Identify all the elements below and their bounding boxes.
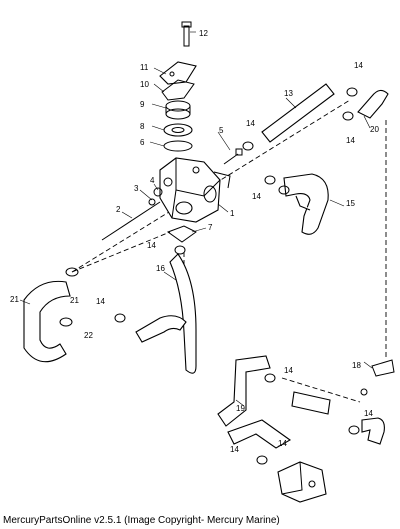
routing-lines — [71, 99, 387, 403]
callout-20: 21 — [10, 295, 19, 304]
callout-15: 15 — [346, 199, 355, 208]
gasket-7 — [166, 225, 197, 243]
rod-2 — [101, 201, 161, 241]
leader-lines — [19, 31, 373, 407]
plug-4 — [153, 187, 163, 197]
hose-19 — [217, 355, 331, 449]
callout-14-d: 14 — [252, 192, 261, 201]
hose-16 — [169, 253, 197, 374]
callout-21-a: 21 — [70, 296, 79, 305]
pump-housing-1 — [159, 157, 231, 223]
bolt-12 — [181, 21, 192, 47]
callout-14-h: 14 — [364, 409, 373, 418]
callout-9: 9 — [140, 100, 145, 109]
callout-labels: 12 11 10 9 8 6 5 4 3 2 1 7 13 14 14 20 1… — [10, 29, 379, 454]
cover-11 — [159, 61, 197, 85]
callout-12: 12 — [199, 29, 208, 38]
callout-14-b: 14 — [346, 136, 355, 145]
callout-8: 8 — [140, 122, 145, 131]
callout-4: 4 — [150, 176, 155, 185]
callout-14-f: 14 — [96, 297, 105, 306]
fitting-17 — [371, 359, 395, 377]
callout-14-g: 14 — [284, 366, 293, 375]
callout-2: 2 — [116, 205, 121, 214]
callout-1: 1 — [230, 209, 235, 218]
seal-8 — [163, 123, 193, 137]
callout-3: 3 — [134, 184, 139, 193]
clamp-22 — [360, 388, 368, 396]
hose-elbow-lower-right — [361, 417, 385, 445]
callout-10: 10 — [140, 80, 149, 89]
pipe-15 — [283, 173, 329, 235]
copyright-footer: MercuryPartsOnline v2.5.1 (Image Copyrig… — [3, 515, 280, 526]
callout-14-e: 14 — [147, 241, 156, 250]
hose-20 — [23, 280, 71, 363]
callout-18: 20 — [370, 125, 379, 134]
callout-5: 5 — [219, 126, 224, 135]
callout-13: 13 — [284, 89, 293, 98]
screw-5 — [223, 148, 243, 165]
callout-11: 11 — [140, 63, 149, 72]
hose-16-lower — [135, 315, 187, 343]
sleeve-9 — [165, 100, 191, 120]
callout-16: 16 — [156, 264, 165, 273]
washer-3 — [148, 198, 156, 206]
hose-18 — [357, 89, 389, 119]
hose-13 — [261, 83, 335, 143]
callout-14-c: 14 — [246, 119, 255, 128]
callout-6: 6 — [140, 138, 145, 147]
callout-19: 19 — [236, 404, 245, 413]
parts-diagram: 12 11 10 9 8 6 5 4 3 2 1 7 13 14 14 20 1… — [10, 21, 395, 503]
callout-14-i: 14 — [278, 439, 287, 448]
callout-14-a: 14 — [354, 61, 363, 70]
oring-6 — [163, 140, 193, 152]
callout-17: 18 — [352, 361, 361, 370]
gasket-10 — [161, 79, 195, 101]
hose-clamps — [59, 87, 360, 465]
callout-21-b: 22 — [84, 331, 93, 340]
pump-bottom — [277, 461, 327, 503]
callout-7: 7 — [208, 223, 213, 232]
callout-14-j: 14 — [230, 445, 239, 454]
